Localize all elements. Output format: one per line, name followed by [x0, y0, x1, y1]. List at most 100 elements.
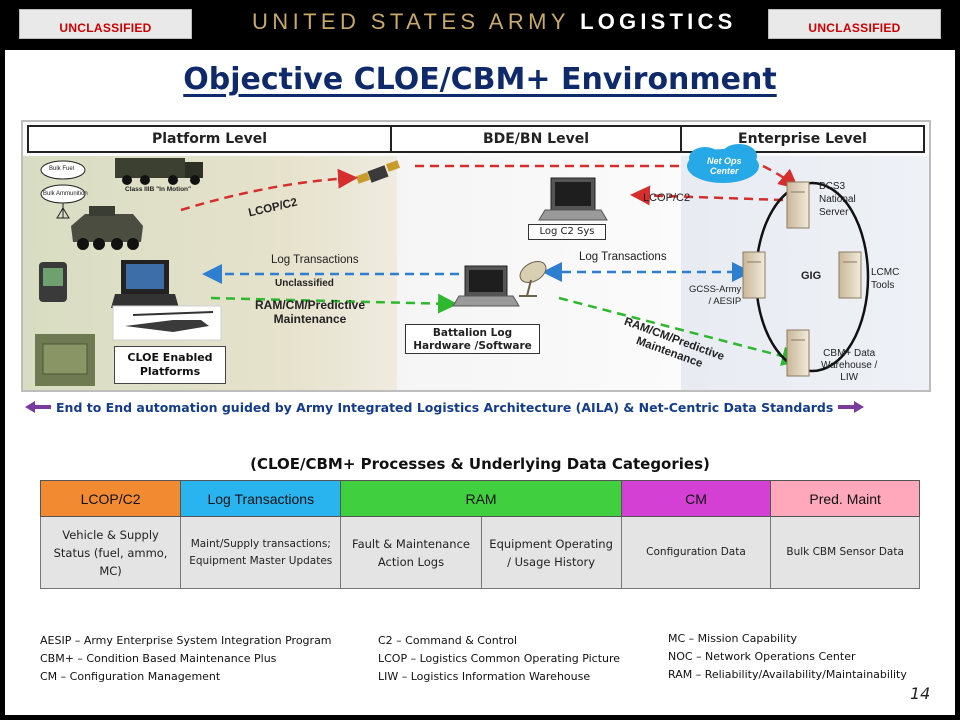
net-ops-cloud-icon	[687, 144, 759, 183]
cell-equipment-operating-history: Equipment Operating / Usage History	[480, 516, 622, 589]
column-platform-level: Platform Level	[29, 127, 392, 151]
bulk-ammunition-icon	[40, 184, 86, 219]
glossary-column-3: MC – Mission Capability NOC – Network Op…	[668, 630, 907, 684]
log-c2-sys-label: Log C2 Sys	[528, 224, 606, 240]
fuel-truck-icon	[115, 158, 203, 185]
glossary-column-2: C2 – Command & Control LCOP – Logistics …	[378, 632, 620, 686]
log-transactions-label-right: Log Transactions	[579, 251, 667, 263]
header-ram: RAM	[340, 480, 622, 517]
cbm-label: CBM+ Data Warehouse / LIW	[821, 348, 877, 384]
gcss-server-icon	[742, 251, 766, 299]
lcop-flow-right	[630, 185, 784, 206]
net-ops-label: Net Ops Center	[707, 156, 742, 176]
cbm-server-icon	[786, 329, 810, 377]
log-transactions-label-left: Log Transactions	[271, 254, 359, 266]
bcs3-line3: Server	[819, 207, 849, 218]
satellite-icon	[355, 160, 401, 184]
architecture-diagram: Platform Level BDE/BN Level Enterprise L…	[21, 120, 931, 392]
column-bde-level: BDE/BN Level	[392, 127, 682, 151]
bulk-ammunition-label: Bulk Ammunition	[43, 191, 88, 197]
satellite-dish-icon	[519, 261, 547, 297]
lcop-flow-left	[180, 168, 358, 212]
net-ops-line1: Net Ops	[707, 156, 742, 166]
gig-label: GIG	[801, 270, 822, 282]
unclassified-label: Unclassified	[275, 278, 334, 289]
bulk-fuel-label: Bulk Fuel	[49, 166, 75, 172]
glossary-ram: RAM – Reliability/Availability/Maintaina…	[668, 668, 907, 681]
ram-label-left: RAM/CM/Predictive Maintenance	[255, 298, 365, 326]
end-to-end-text: End to End automation guided by Army Int…	[56, 399, 834, 415]
cbm-line2: Warehouse /	[821, 360, 878, 371]
brand-bold: LOGISTICS	[580, 9, 737, 34]
header-lcop: LCOP/C2	[39, 480, 182, 517]
lcmc-line2: Tools	[871, 280, 895, 291]
cbm-line1: CBM+ Data	[823, 348, 876, 359]
bulk-fuel-icon	[40, 160, 86, 180]
glossary-lcop: LCOP – Logistics Common Operating Pictur…	[378, 652, 621, 665]
glossary-cm: CM – Configuration Management	[40, 670, 221, 683]
slide-title: Objective CLOE/CBM+ Environment	[183, 62, 777, 97]
processes-subtitle: (CLOE/CBM+ Processes & Underlying Data C…	[250, 455, 710, 473]
lcmc-server-icon	[838, 251, 862, 299]
header-pred-maint: Pred. Maint	[770, 480, 920, 517]
bcs3-line2: National	[819, 194, 856, 205]
bcs3-line1: BCS3	[819, 181, 846, 192]
left-arrow-icon	[25, 401, 51, 413]
lcop-label-right: LCOP/C2	[643, 192, 691, 204]
glossary-cbm: CBM+ – Condition Based Maintenance Plus	[40, 652, 277, 665]
battalion-log-label: Battalion Log Hardware /Software	[405, 324, 540, 354]
cell-bulk-cbm-sensor-data: Bulk CBM Sensor Data	[770, 516, 920, 589]
diagram-column-headers: Platform Level BDE/BN Level Enterprise L…	[27, 125, 925, 153]
rugged-laptop-icon	[111, 260, 179, 308]
generator-icon	[35, 334, 95, 386]
ram-flow-left	[210, 293, 458, 314]
header-log-transactions: Log Transactions	[180, 480, 342, 517]
cell-fault-maintenance-logs: Fault & Maintenance Action Logs	[340, 516, 482, 589]
battalion-laptop-icon	[452, 265, 520, 307]
bcs3-label: BCS3 National Server	[819, 180, 856, 219]
ram-flow-right	[558, 296, 802, 366]
gcss-line2: / AESIP	[708, 296, 742, 307]
header-bar: UNCLASSIFIED UNITED STATES ARMY LOGISTIC…	[0, 0, 960, 50]
class-iiib-label: Class IIIB "In Motion"	[125, 186, 192, 193]
data-categories-table: LCOP/C2 Log Transactions RAM CM Pred. Ma…	[39, 480, 920, 589]
cloe-line1: CLOE Enabled	[127, 351, 213, 364]
header-cm: CM	[620, 480, 772, 517]
cloe-line2: Platforms	[139, 365, 201, 378]
cloe-enabled-platforms-label: CLOE Enabled Platforms	[114, 346, 226, 384]
ram-label-left-line1: RAM/CM/Predictive	[255, 298, 366, 312]
pda-icon	[39, 262, 67, 302]
stryker-vehicle-icon	[71, 206, 143, 250]
gcss-line1: GCSS-Army	[689, 284, 742, 295]
glossary-liw: LIW – Logistics Information Warehouse	[378, 670, 591, 683]
glossary-noc: NOC – Network Operations Center	[668, 650, 856, 663]
column-enterprise-level: Enterprise Level	[738, 131, 867, 147]
log-c2-sys-laptop-icon	[538, 177, 608, 221]
net-ops-line2: Center	[710, 166, 739, 176]
page-number: 14	[910, 684, 931, 703]
helicopter-icon	[112, 305, 222, 341]
battalion-log-line2: Hardware /Software	[413, 340, 532, 352]
glossary-c2: C2 – Command & Control	[378, 634, 518, 647]
right-arrow-icon	[838, 401, 865, 413]
classification-left: UNCLASSIFIED	[19, 9, 192, 39]
bcs3-server-icon	[786, 181, 810, 229]
glossary-mc: MC – Mission Capability	[668, 632, 798, 645]
table-header-row: LCOP/C2 Log Transactions RAM CM Pred. Ma…	[39, 480, 920, 517]
ram-label-left-line2: Maintenance	[273, 312, 347, 326]
table-row: Vehicle & Supply Status (fuel, ammo, MC)…	[39, 516, 920, 589]
cell-configuration-data: Configuration Data	[620, 516, 772, 589]
glossary-aesip: AESIP – Army Enterprise System Integrati…	[40, 634, 332, 647]
brand-light: UNITED STATES ARMY	[252, 9, 570, 34]
cbm-line3: LIW	[840, 372, 859, 383]
end-to-end-banner: End to End automation guided by Army Int…	[25, 397, 935, 417]
cell-vehicle-supply-status: Vehicle & Supply Status (fuel, ammo, MC)	[39, 516, 182, 589]
cell-maint-supply-transactions: Maint/Supply transactions; Equipment Mas…	[180, 516, 342, 589]
slide: Objective CLOE/CBM+ Environment Platform…	[5, 50, 955, 715]
classification-right: UNCLASSIFIED	[768, 9, 941, 39]
battalion-log-line1: Battalion Log	[432, 327, 513, 339]
gcss-label: GCSS-Army / AESIP	[689, 284, 741, 308]
diagram-graphics	[35, 144, 870, 386]
glossary-column-1: AESIP – Army Enterprise System Integrati…	[40, 632, 332, 686]
lcmc-label: LCMC Tools	[871, 266, 899, 292]
